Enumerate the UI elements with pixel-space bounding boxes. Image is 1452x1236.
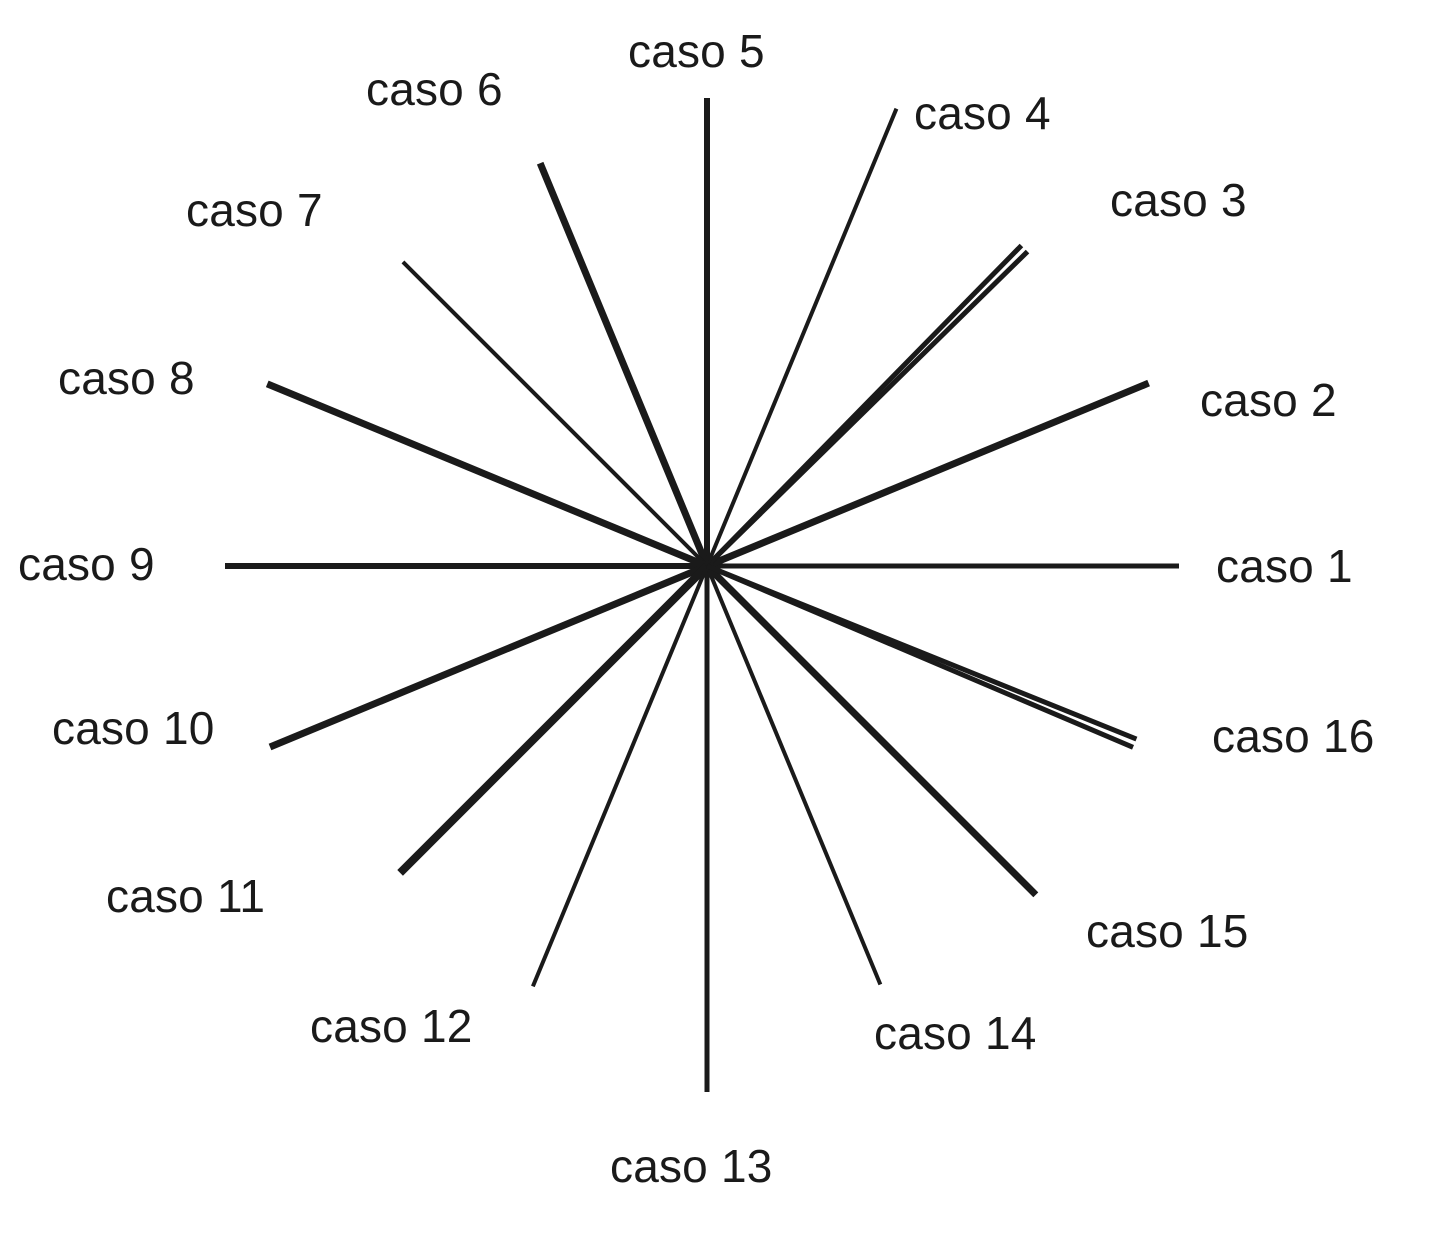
spoke-label-caso-6: caso 6	[366, 63, 503, 115]
spoke-label-caso-12: caso 12	[310, 1000, 473, 1052]
spoke-label-caso-1: caso 1	[1216, 540, 1353, 592]
spoke-label-caso-16: caso 16	[1212, 710, 1375, 762]
spoke-group	[225, 98, 1179, 1092]
spoke-label-caso-3: caso 3	[1110, 174, 1247, 226]
spoke-line-caso-11	[397, 563, 710, 876]
spoke-label-caso-15: caso 15	[1086, 905, 1249, 957]
spoke-label-caso-14: caso 14	[874, 1007, 1037, 1059]
spoke-line-caso-3	[705, 243, 1024, 568]
spoke-line-caso-14	[705, 565, 883, 986]
spoke-line-caso-15	[704, 563, 1039, 898]
spoke-line-caso-12	[531, 565, 709, 988]
spoke-label-caso-9: caso 9	[18, 538, 155, 590]
spoke-label-caso-13: caso 13	[610, 1140, 773, 1192]
spoke-label-caso-7: caso 7	[186, 184, 323, 236]
spoke-label-caso-5: caso 5	[628, 25, 765, 77]
spoke-label-caso-8: caso 8	[58, 352, 195, 404]
spoke-line-caso-4	[705, 107, 899, 567]
spoke-label-caso-2: caso 2	[1200, 374, 1337, 426]
spoke-line-caso-2	[705, 379, 1150, 570]
spoke-line-caso-10	[268, 562, 709, 751]
spoke-line-caso-6	[536, 161, 711, 568]
spoke-label-caso-10: caso 10	[52, 702, 215, 754]
spoke-line-caso-7	[401, 260, 709, 568]
spoke-label-caso-4: caso 4	[914, 87, 1051, 139]
spoke-line-caso-16	[706, 563, 1138, 742]
spoke-line-caso-8	[265, 380, 709, 570]
spoke-label-caso-11: caso 11	[106, 870, 266, 922]
